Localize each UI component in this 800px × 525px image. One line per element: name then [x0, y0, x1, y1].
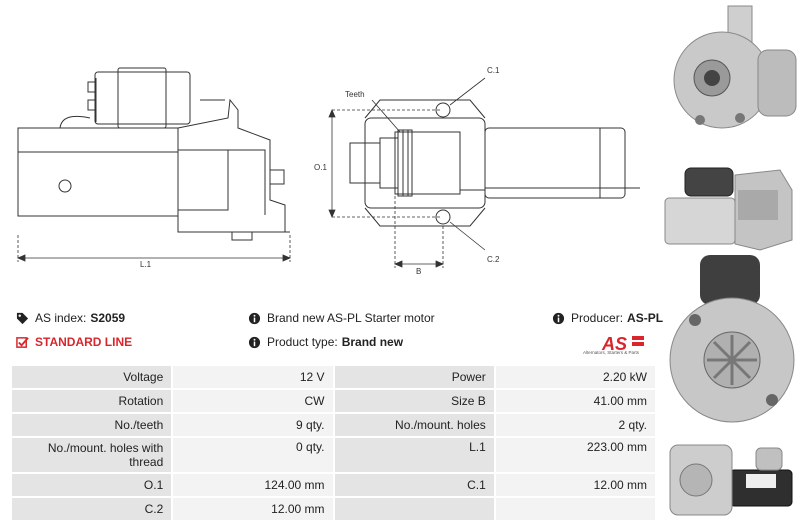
producer-label: Producer:: [571, 311, 624, 325]
spec-value: CW: [173, 390, 333, 412]
spec-label: O.1: [12, 474, 172, 496]
starter-front-view: [349, 99, 640, 227]
as-pl-logo: AS: [601, 334, 644, 354]
c1-label: C.1: [487, 66, 500, 75]
logo-tagline: Alternators, Starters & Parts: [583, 350, 640, 355]
standard-line-label: STANDARD LINE: [35, 335, 133, 349]
spec-label: Voltage: [12, 366, 172, 388]
table-row: O.1 124.00 mm C.1 12.00 mm: [12, 474, 655, 496]
spec-label: C.2: [12, 498, 172, 520]
info-icon: [248, 336, 261, 348]
spec-value: 2 qty.: [495, 414, 655, 436]
spec-label: No./mount. holes: [334, 414, 494, 436]
as-index-value: S2059: [90, 311, 126, 325]
as-index-label: AS index:: [35, 311, 87, 325]
description-row: Brand new AS-PL Starter motor: [248, 311, 435, 325]
info-icon: [552, 312, 565, 324]
spec-label: Size B: [334, 390, 494, 412]
logo-mark: AS: [601, 334, 627, 354]
spec-label: [334, 498, 494, 520]
spec-value: 124.00 mm: [173, 474, 333, 496]
spec-value: [495, 498, 655, 520]
technical-drawing: Teeth C.1 C.2 O.1 L.1 B: [16, 66, 640, 276]
b-label: B: [416, 267, 421, 276]
product-photos: [664, 5, 797, 516]
table-row: Rotation CW Size B 41.00 mm: [12, 390, 655, 412]
producer-row: Producer: AS-PL: [552, 311, 663, 325]
spec-label: No./teeth: [12, 414, 172, 436]
spec-value: 12.00 mm: [173, 498, 333, 520]
spec-value: 12.00 mm: [495, 474, 655, 496]
product-type-value: Brand new: [341, 335, 404, 349]
spec-label: C.1: [334, 474, 494, 496]
checkbox-icon: [16, 336, 29, 348]
spec-label: Power: [334, 366, 494, 388]
spec-value: 223.00 mm: [495, 438, 655, 472]
spec-value: 9 qty.: [173, 414, 333, 436]
as-index-row: AS index: S2059: [16, 311, 125, 325]
l1-label: L.1: [140, 260, 152, 269]
producer-value: AS-PL: [627, 311, 664, 325]
table-row: No./mount. holes with thread 0 qty. L.1 …: [12, 438, 655, 472]
c2-label: C.2: [487, 255, 500, 264]
table-row: No./teeth 9 qty. No./mount. holes 2 qty.: [12, 414, 655, 436]
product-photo-rear: [669, 255, 795, 423]
spec-value: 0 qty.: [173, 438, 333, 472]
specs-table: Voltage 12 V Power 2.20 kW Rotation CW S…: [10, 364, 657, 522]
product-photo-front: [673, 5, 797, 129]
spec-label: L.1: [334, 438, 494, 472]
o1-label: O.1: [314, 163, 327, 172]
teeth-label: Teeth: [345, 90, 365, 99]
tag-icon: [16, 312, 29, 324]
spec-label: No./mount. holes with thread: [12, 438, 172, 472]
table-row: C.2 12.00 mm: [12, 498, 655, 520]
product-type-label: Product type:: [267, 335, 338, 349]
product-photo-side: [664, 167, 793, 251]
description-text: Brand new AS-PL Starter motor: [267, 311, 435, 325]
product-photo-angled: [669, 444, 793, 516]
info-icon: [248, 312, 261, 324]
spec-value: 2.20 kW: [495, 366, 655, 388]
starter-side-view: [17, 67, 290, 241]
spec-value: 41.00 mm: [495, 390, 655, 412]
product-type-row: Product type: Brand new: [248, 335, 403, 349]
table-row: Voltage 12 V Power 2.20 kW: [12, 366, 655, 388]
spec-value: 12 V: [173, 366, 333, 388]
standard-line-row: STANDARD LINE: [16, 335, 132, 349]
spec-label: Rotation: [12, 390, 172, 412]
